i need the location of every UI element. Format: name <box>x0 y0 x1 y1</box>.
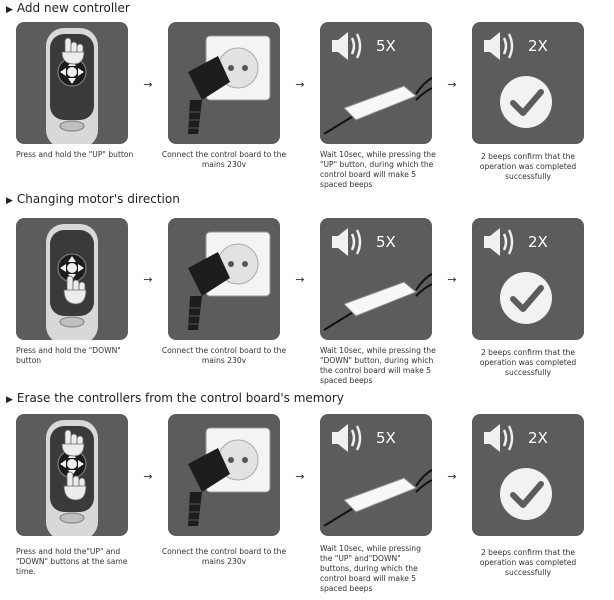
caption-remote: Press and hold the "UP" button <box>16 150 134 159</box>
beep-count-5x: 5X <box>376 233 396 251</box>
step-arrow: → <box>447 273 457 286</box>
beep-count-2x: 2X <box>528 37 548 55</box>
remote-tile <box>16 218 128 340</box>
caption-remote: Press and hold the "DOWN" button <box>16 346 121 365</box>
caption-wait: Wait 10sec, while pressing the "UP" and"… <box>320 544 421 593</box>
triangle-right-icon: ▶ <box>6 5 13 15</box>
remote-control-icon <box>46 420 98 536</box>
speaker-icon <box>484 228 514 256</box>
confirm-tile: 2X <box>472 218 584 340</box>
speaker-icon <box>484 32 514 60</box>
caption-plug: Connect the control board to the mains 2… <box>161 547 287 566</box>
beep-count-5x: 5X <box>376 37 396 55</box>
step-arrow: → <box>295 273 305 286</box>
speaker-icon <box>332 424 362 452</box>
control-board-icon <box>323 32 432 135</box>
section-title-add-controller: ▶Add new controller <box>6 1 130 15</box>
pressing-hand-icon <box>61 37 85 65</box>
plug-tile <box>168 22 280 144</box>
section-title-motor-direction: ▶Changing motor's direction <box>6 192 180 206</box>
step-arrow: → <box>295 78 305 91</box>
caption-wait: Wait 10sec, while pressing the "DOWN" bu… <box>320 346 436 385</box>
speaker-icon <box>332 228 362 256</box>
plug-tile <box>168 218 280 340</box>
caption-confirm: 2 beeps confirm that the operation was c… <box>479 152 577 181</box>
wait-tile: 5X <box>320 22 432 144</box>
step-arrow: → <box>447 78 457 91</box>
step-arrow: → <box>143 273 153 286</box>
wait-tile: 5X <box>320 218 432 340</box>
step-arrow: → <box>143 470 153 483</box>
control-board-icon <box>323 228 432 331</box>
remote-control-icon <box>46 28 98 144</box>
triangle-right-icon: ▶ <box>6 196 13 206</box>
caption-confirm: 2 beeps confirm that the operation was c… <box>479 548 577 577</box>
caption-confirm: 2 beeps confirm that the operation was c… <box>479 348 577 377</box>
caption-remote: Press and hold the"UP" and "DOWN" button… <box>16 547 128 576</box>
step-arrow: → <box>143 78 153 91</box>
pressing-hand-icon <box>63 275 87 305</box>
speaker-icon <box>332 32 362 60</box>
beep-count-2x: 2X <box>528 429 548 447</box>
remote-tile <box>16 414 128 536</box>
step-arrow: → <box>295 470 305 483</box>
beep-count-2x: 2X <box>528 233 548 251</box>
confirm-tile: 2X <box>472 22 584 144</box>
triangle-right-icon: ▶ <box>6 395 13 405</box>
checkmark-circle-icon <box>484 424 552 520</box>
control-board-icon <box>323 424 432 527</box>
beep-count-5x: 5X <box>376 429 396 447</box>
remote-tile <box>16 22 128 144</box>
confirm-tile: 2X <box>472 414 584 536</box>
pressing-hand-icon <box>61 429 87 501</box>
wait-tile: 5X <box>320 414 432 536</box>
checkmark-circle-icon <box>484 228 552 324</box>
plug-socket-icon <box>188 35 271 134</box>
plug-tile <box>168 414 280 536</box>
caption-plug: Connect the control board to the mains 2… <box>161 346 287 365</box>
section-title-erase-controllers: ▶Erase the controllers from the control … <box>6 391 344 405</box>
step-arrow: → <box>447 470 457 483</box>
caption-plug: Connect the control board to the mains 2… <box>161 150 287 169</box>
plug-socket-icon <box>188 427 271 526</box>
checkmark-circle-icon <box>484 32 552 128</box>
caption-wait: Wait 10sec, while pressing the "UP" butt… <box>320 150 436 189</box>
plug-socket-icon <box>188 231 271 330</box>
speaker-icon <box>484 424 514 452</box>
remote-control-icon <box>46 224 98 340</box>
